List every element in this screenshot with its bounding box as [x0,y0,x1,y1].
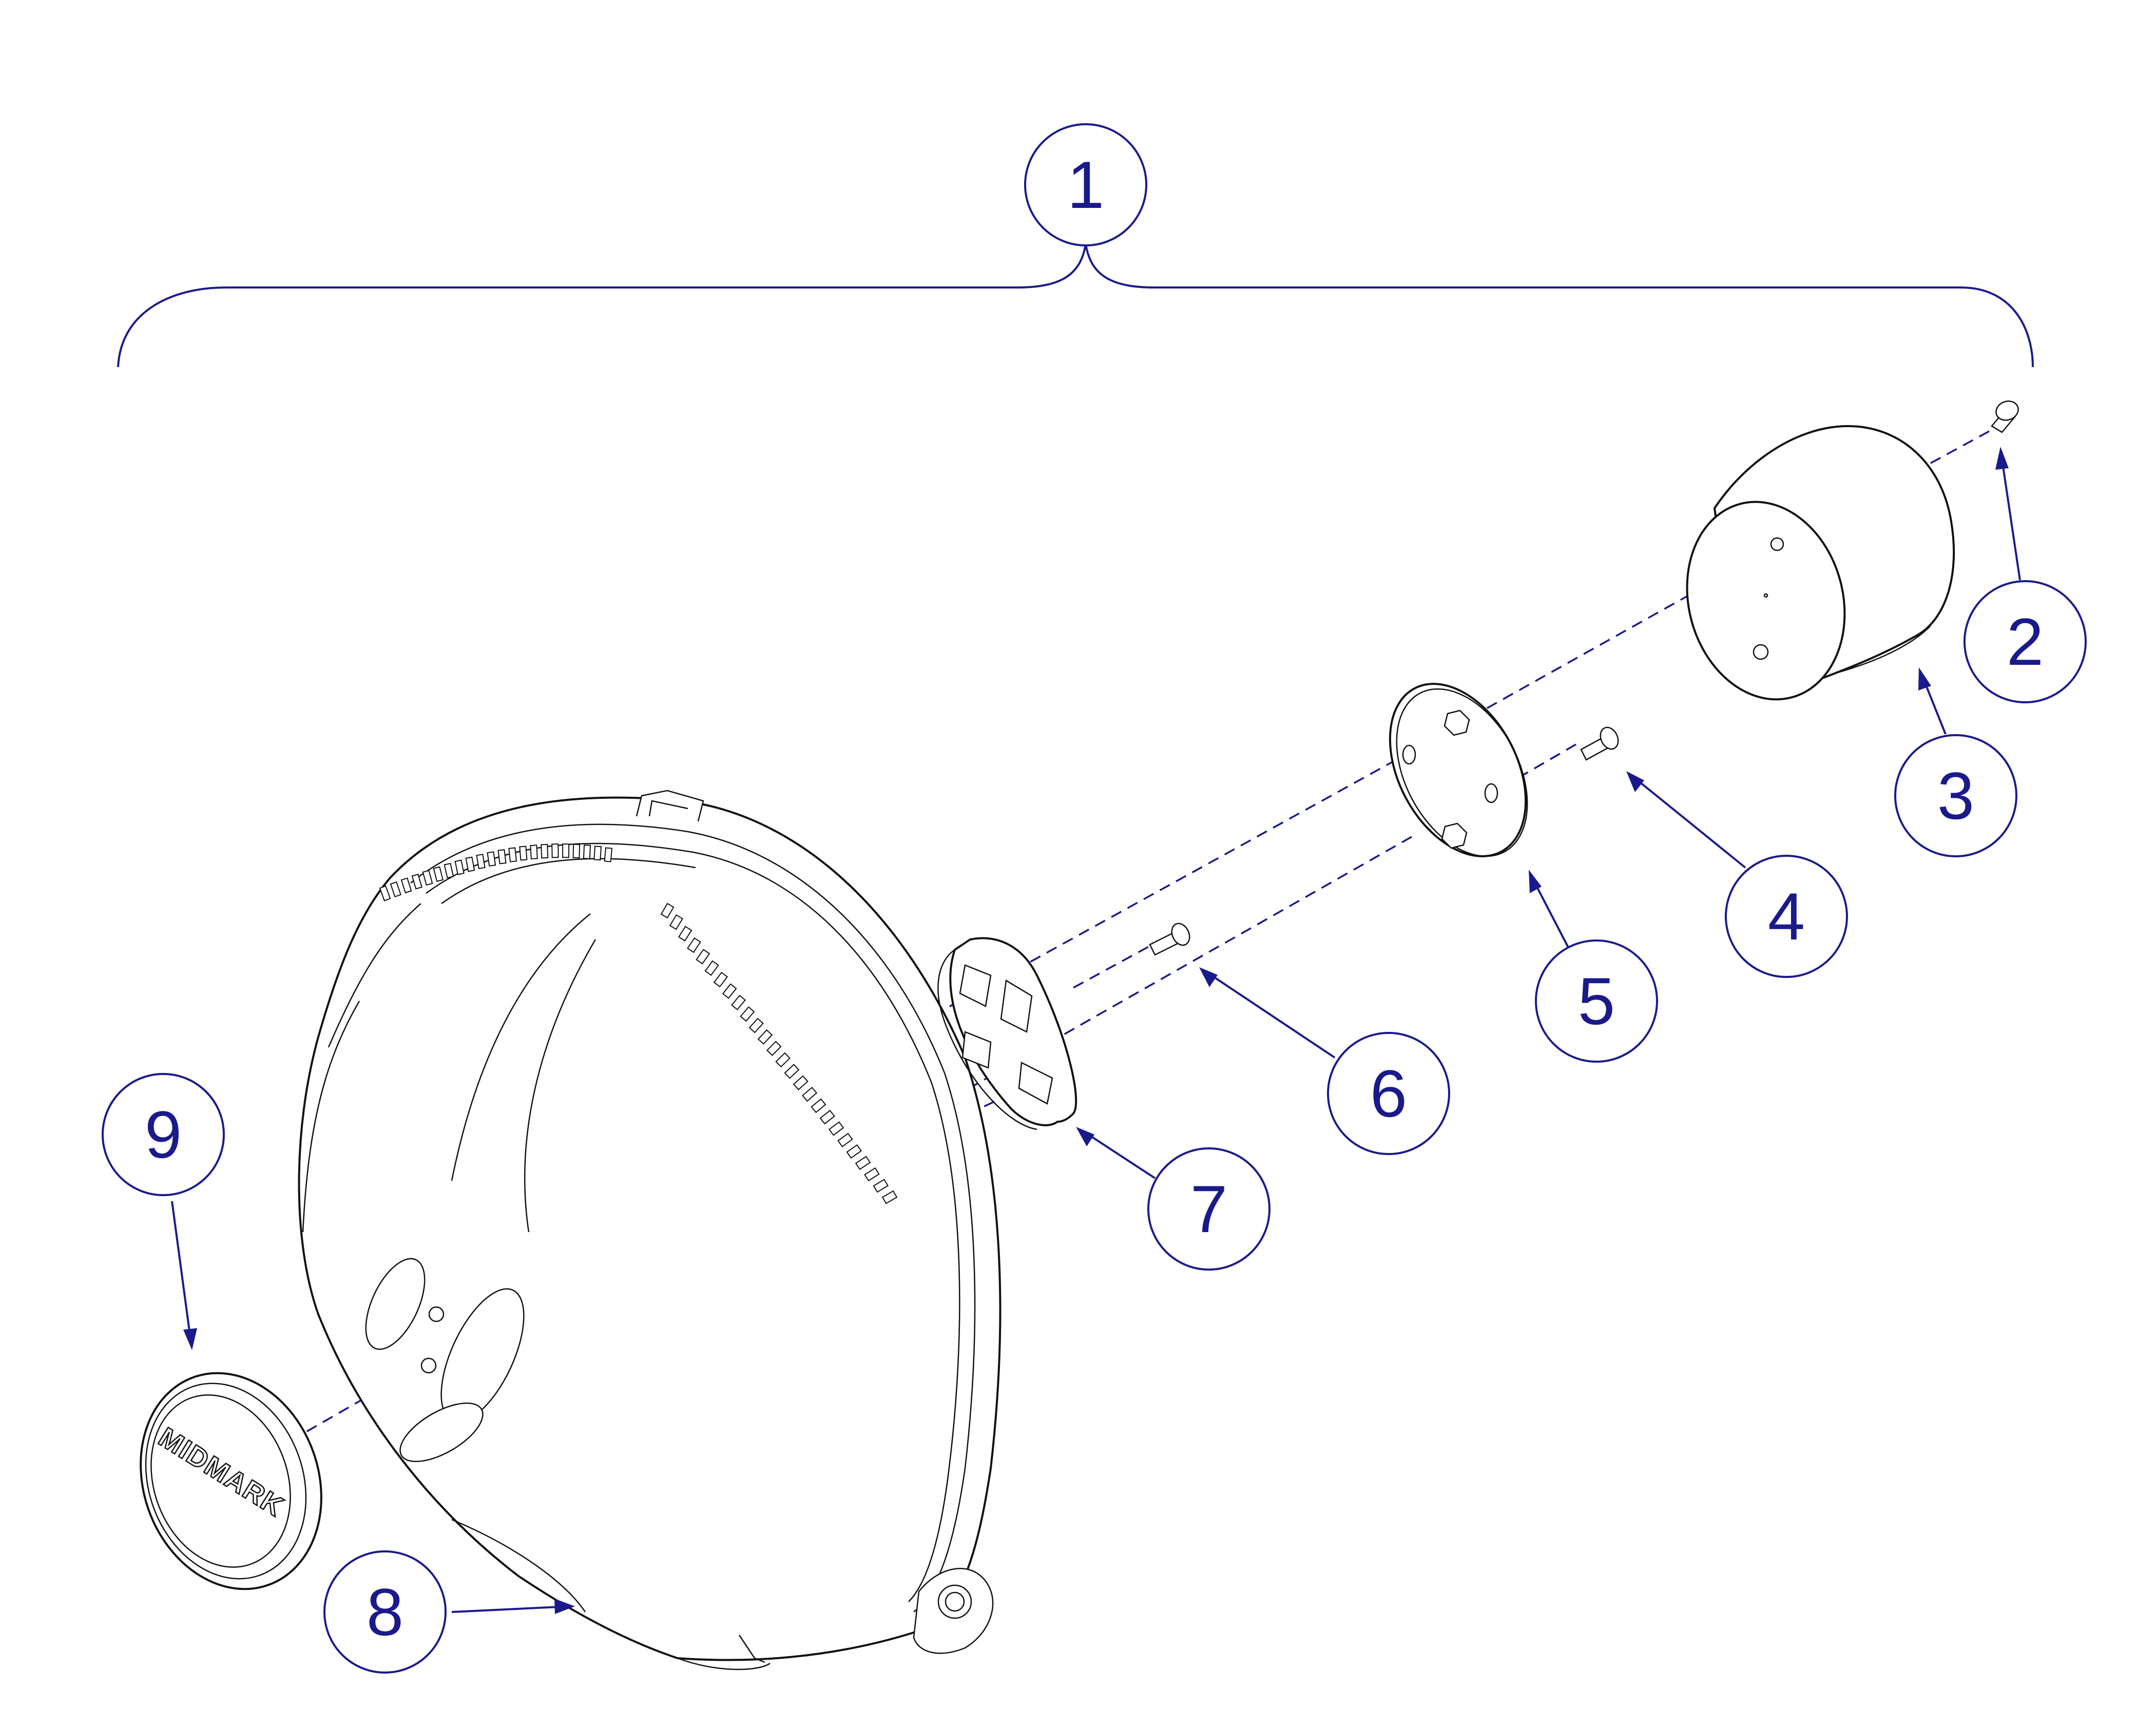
vent-slot [687,937,701,953]
vent-slot [802,1086,818,1102]
leader-lines [171,447,2021,1614]
vent-slot [465,856,475,872]
vent-slot [704,960,719,976]
callout-3-label: 3 [1937,758,1974,833]
vent-slot [678,926,692,942]
vent-slot [757,1029,773,1045]
callout-6: 6 [1327,1032,1450,1155]
vent-slot [583,844,591,859]
vent-slot [497,849,507,865]
vent-slot [593,846,602,861]
vent-slot [775,1052,791,1068]
vent-slot [846,1144,862,1159]
assembly-brace [117,243,2034,368]
reflector-housing [298,790,1002,1671]
midmark-cap: MIDMARK [140,1372,322,1590]
vent-slot [828,1121,844,1136]
mounting-disk [1389,683,1528,857]
vent-slot [411,873,422,890]
vent-slot [713,971,728,988]
callout-8: 8 [323,1550,447,1674]
vent-slot [766,1041,782,1057]
callout-4-label: 4 [1768,879,1805,954]
callout-2: 2 [1964,580,2087,703]
vent-slot [551,843,559,858]
callout-9: 9 [102,1073,225,1196]
callout-7: 7 [1147,1147,1270,1271]
cylinder-cover [1686,425,1955,701]
callout-8-label: 8 [367,1575,403,1649]
vent-slot [519,846,528,861]
vent-slot [562,843,570,858]
vent-slot [855,1156,871,1170]
callout-9-label: 9 [145,1097,182,1172]
vent-slot [722,983,737,999]
vent-slot [696,949,710,965]
vent-slot [740,1006,755,1022]
vent-slot [508,847,517,862]
vent-slot [669,914,683,930]
callout-5: 5 [1535,939,1658,1063]
vent-slot [433,866,444,882]
rear-plate [937,937,1077,1130]
vent-slot [873,1179,889,1193]
vent-slot [811,1098,826,1113]
vent-slot [660,903,675,919]
vent-slot [864,1167,880,1182]
vent-slot [541,843,549,859]
callout-6-label: 6 [1370,1056,1407,1131]
callout-3: 3 [1894,734,2017,857]
screw-4 [1580,726,1619,761]
vent-slot [572,843,581,859]
vent-slot [400,877,412,894]
vent-slot [476,854,486,869]
vent-slot [748,1017,764,1033]
screw-2 [1991,400,2019,433]
callout-1: 1 [1024,123,1147,246]
vent-slot [731,994,746,1011]
vent-slot [422,870,433,886]
callout-4: 4 [1725,855,1848,978]
vent-slot [390,881,401,897]
callout-1-label: 1 [1067,147,1104,222]
vent-slot [881,1190,898,1204]
vent-slot [530,844,538,860]
screw-6 [1149,923,1190,956]
callout-2-label: 2 [2007,604,2044,679]
vent-slot [379,885,391,901]
vent-slot [819,1109,835,1125]
callout-5-label: 5 [1578,964,1615,1039]
callout-7-label: 7 [1190,1172,1227,1246]
vent-slot [454,859,465,875]
vent-slot [444,862,454,879]
vent-slot [793,1075,808,1090]
vent-slot [604,847,613,862]
vent-slot [487,851,496,867]
vent-slot [837,1132,853,1147]
vent-slot [784,1064,800,1079]
